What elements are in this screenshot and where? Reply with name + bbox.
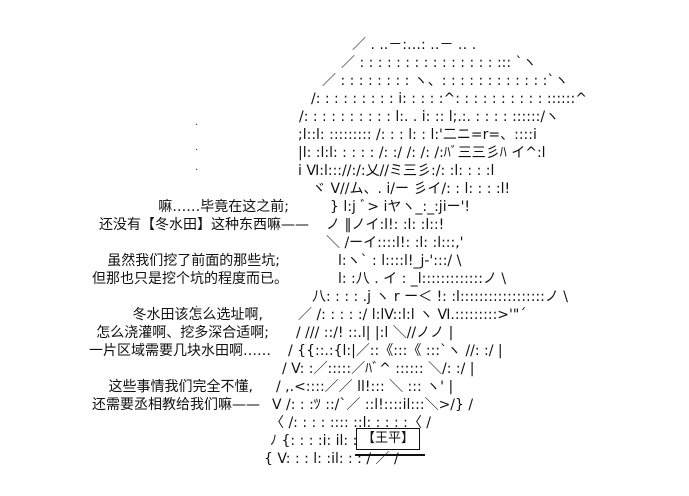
- speck: .: [195, 142, 199, 153]
- art-row: / /// ::/! ::.l| |:l ＼//ノノ |: [296, 325, 454, 341]
- art-row: V /: : :ﾂ ::/`／ ::l!::::il:::＼>/} /: [272, 397, 474, 413]
- art-row: |l: :l:l: : : : : /: :/ /: /: /:ﾊﾞ三三彡ﾊ イ…: [298, 145, 546, 161]
- speck: .: [195, 117, 199, 128]
- art-row: ノ ‖ノイ:l!: :l: :l::!: [326, 217, 445, 233]
- art-row: l: :八 . イ : _l:::::::::::::ノ \: [338, 271, 507, 287]
- art-row: ／ : : : : : : : : : : : : : : : ::: `ヽ: [341, 55, 537, 71]
- art-row: ;l::l: ::::::::: /: : : l: : l:'二ニ=r=、::…: [298, 127, 537, 143]
- speck: .: [195, 162, 199, 173]
- dialogue-line: 但那也只是挖个坑的程度而已。: [92, 271, 288, 287]
- art-row: i Ⅵ:l::://:/:乂//ミ三彡:/: :l: : : :l: [298, 163, 495, 179]
- dialogue-line: 这些事情我们完全不懂,: [108, 379, 253, 395]
- dialogue-line: 还没有【冬水田】这种东西嘛——: [99, 217, 309, 233]
- speck: .: [195, 299, 199, 310]
- dialogue-line: 嘛……毕竟在这之前;: [158, 199, 289, 215]
- art-row: / {{::.:{l:|／::《:::《 :::`ヽ //: :/ |: [288, 343, 503, 359]
- art-row: ヾ V//ム、. i/ー 彡イ/: : l: : : :l!: [312, 181, 511, 197]
- art-row: 〈 /: : : : :::: ::l: : : : :〈 /: [270, 415, 432, 431]
- art-row: ＼ /ーイ::::l!: :l: :l:::,': [326, 235, 464, 251]
- speaker-name-tag: 【王平】: [356, 428, 420, 450]
- art-row: ／ : : : : : : : : ヽ、: : : : : : : : : : …: [322, 73, 569, 89]
- art-row: ／ /: : : : :/ l:lV::l:l ヽ Ⅵ.:::::::::>'"…: [298, 307, 527, 323]
- art-row: /: : : : : : : : : : l:. . i: :: l;.:. :…: [299, 109, 560, 125]
- art-row: / V: :／:::::／ﾊﾞ^ :::::: ＼/: :/ |: [282, 361, 475, 377]
- art-row: / ,.<::::／／ ll!::: ＼ ::: ヽ' |: [276, 379, 454, 395]
- art-row: ／ . ..－:…: ‥－ ‥ .: [352, 37, 477, 53]
- dialogue-line: 一片区域需要几块水田啊……: [89, 343, 271, 359]
- art-row: } l:j ﾞ> iヤヽ_:_:jiー'!: [330, 199, 471, 215]
- dialogue-line: 怎么浇灌啊、挖多深合适啊;: [96, 325, 269, 341]
- dialogue-line: 还需要丞相教给我们嘛——: [92, 397, 260, 413]
- tag-underline: [355, 451, 425, 456]
- dialogue-line: 虽然我们挖了前面的那些坑;: [107, 253, 280, 269]
- art-row: /: : : : : : : : : i: : : : :^: : : : : …: [311, 91, 587, 107]
- dialogue-line: 冬水田该怎么选址啊,: [132, 307, 263, 323]
- art-row: l:ヽ` : l::::l!_j-':::/ \: [338, 253, 462, 269]
- art-row: 八: : : : .j ヽ r ー＜ !: :l::::::::::::::::…: [312, 289, 569, 305]
